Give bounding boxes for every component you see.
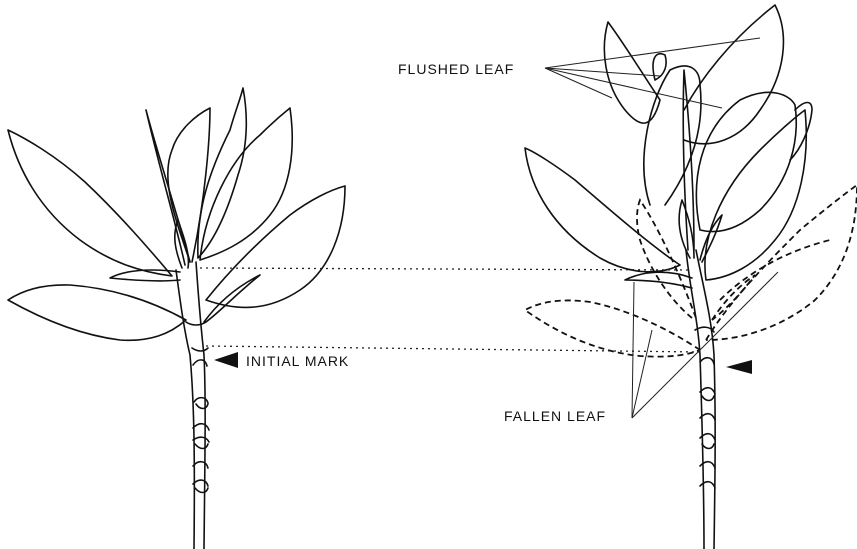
right-leaf-inner-b — [700, 215, 722, 262]
dotted-line-upper — [200, 268, 690, 270]
fallen-leaf-label: FALLEN LEAF — [504, 408, 606, 424]
left-plant — [8, 88, 345, 549]
right-leaf-flush-right — [696, 92, 796, 231]
right-fallen-leaves — [525, 185, 857, 357]
right-leaves — [525, 5, 812, 288]
initial-mark-label: INITIAL MARK — [246, 353, 349, 369]
fallen-leaf-far — [720, 240, 830, 300]
flushed-leaf-label: FLUSHED LEAF — [398, 61, 514, 77]
initial-mark-arrow — [214, 352, 238, 368]
fallen-leaf-left — [525, 300, 700, 356]
left-leaf-lower-left — [8, 285, 186, 340]
left-stem — [176, 262, 205, 549]
right-leaf-right — [705, 110, 806, 280]
right-mark-arrow — [726, 360, 752, 374]
right-plant — [525, 5, 857, 549]
left-leaf-mid-right — [204, 275, 260, 322]
fallen-leaf-mid-right — [712, 275, 755, 320]
dotted-line-lower — [206, 346, 700, 352]
left-leaf-right — [206, 186, 345, 307]
left-leaf-inner — [175, 220, 189, 268]
fallen-leaf-right — [706, 185, 857, 340]
right-leaf-spike — [683, 70, 694, 250]
left-leaves — [8, 88, 345, 340]
left-leaf-top-left — [8, 130, 172, 276]
right-leaf-left — [525, 148, 680, 272]
